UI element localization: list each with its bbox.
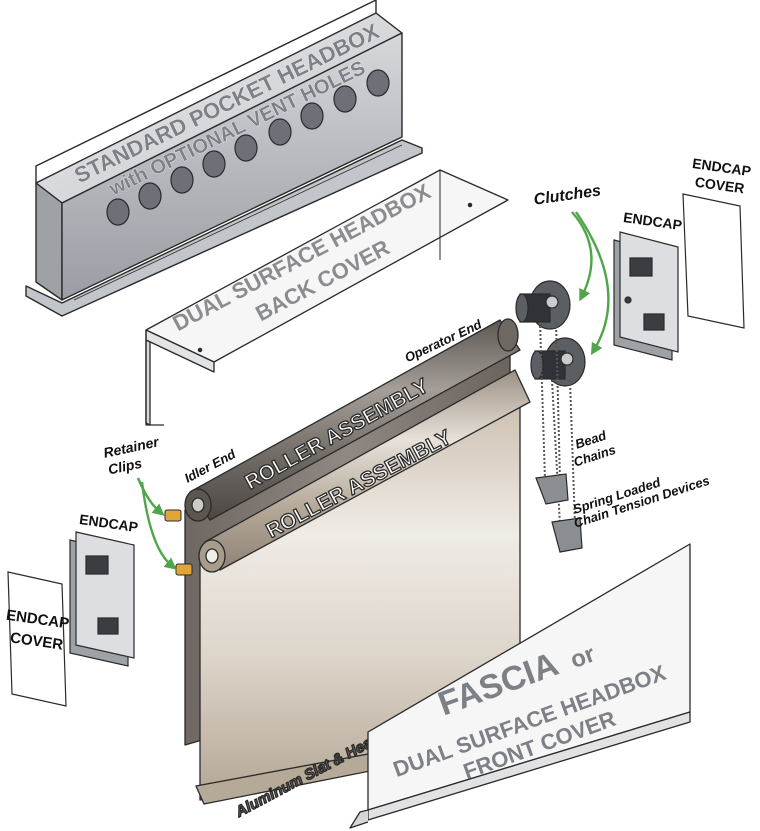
- endcap-left-label: ENDCAP: [78, 511, 139, 535]
- tension-device-upper: [535, 473, 569, 505]
- clutch-arrow-lower: [575, 211, 610, 356]
- clutch-upper: [515, 280, 571, 330]
- endcap-cover-right-line2: COVER: [694, 174, 746, 197]
- headbox-vent-holes: [106, 69, 390, 226]
- endcap-cover-left: [7, 571, 67, 707]
- clutches: [515, 280, 586, 387]
- retainer-clip-upper: [164, 509, 182, 522]
- tension-device-lower: [551, 517, 583, 553]
- dual-surface-headbox-back-cover: [145, 169, 509, 426]
- retainer-clip-lower: [175, 563, 193, 576]
- retainer-arrow-upper: [136, 477, 165, 516]
- retainer-clips: [164, 509, 193, 576]
- endcap-right: [613, 231, 679, 361]
- retainer-clips-line2: Clips: [107, 455, 144, 478]
- clutch-lower: [530, 337, 586, 387]
- retainer-arrow-lower: [140, 481, 177, 570]
- fascia-front-cover: [349, 543, 691, 829]
- clutch-arrow-upper: [571, 211, 593, 302]
- chain-tension-devices: [535, 473, 583, 553]
- endcap-cover-right: [682, 193, 745, 329]
- clutches-label: Clutches: [533, 182, 602, 208]
- standard-pocket-headbox: [25, 0, 423, 317]
- endcap-left: [69, 531, 135, 667]
- endcap-right-label: ENDCAP: [622, 209, 683, 233]
